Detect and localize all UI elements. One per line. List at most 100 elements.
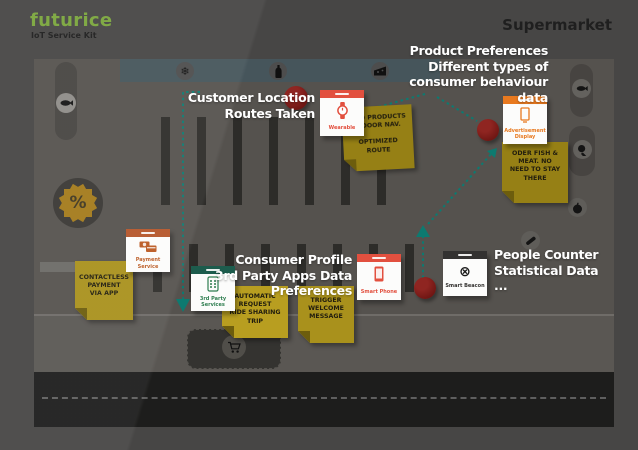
slide-title: Supermarket	[502, 16, 612, 34]
percent-icon: %	[69, 193, 87, 213]
sticky-line: CONTACTLESS	[79, 274, 129, 281]
sticky-line: MEAT. NO	[518, 158, 552, 166]
annotation-product-preferences: Product Preferences Different types of c…	[378, 43, 548, 105]
annotation-people-counter: People Counter Statistical Data ...	[494, 247, 624, 294]
annotation-line: Different types of	[428, 58, 548, 74]
fish-icon	[56, 93, 76, 113]
annotation-line: Customer Location	[187, 90, 315, 105]
cheese-icon	[371, 62, 389, 80]
card-header-text	[518, 99, 532, 101]
sticky-line: ODER FISH &	[511, 150, 559, 157]
card-label: Advertisement Display	[504, 128, 546, 141]
sticky-line: VIA APP	[89, 290, 119, 298]
shelf-bar	[269, 117, 278, 205]
watch-icon	[336, 101, 349, 123]
card-label: Payment Service	[135, 257, 161, 270]
card-header-text	[372, 257, 386, 259]
tablet-icon	[518, 106, 532, 127]
annotation-line: Product Preferences	[409, 43, 549, 58]
deli-icon	[521, 231, 540, 250]
bottle-icon	[269, 62, 287, 80]
sticky-note-contactless-payment: CONTACTLESS PAYMENT VIA APP	[75, 261, 133, 320]
kit-subtitle: IoT Service Kit	[31, 31, 97, 40]
road-centerline	[42, 397, 606, 399]
beacon-icon: ⊗	[459, 263, 471, 280]
annotation-customer-location: Customer Location Routes Taken	[150, 90, 315, 121]
card-body: Payment Service	[126, 237, 170, 272]
sticky-note-welcome-message: TRIGGER WELCOME MESSAGE	[298, 286, 354, 343]
sticky-line: WELCOME	[308, 305, 344, 313]
shelf-bar	[297, 244, 306, 292]
shelf-bar	[405, 244, 414, 292]
card-label: Smart Phone	[360, 288, 398, 295]
sticky-line: REQUEST	[238, 301, 272, 309]
shelf-bar	[261, 244, 270, 292]
card-header	[126, 229, 170, 237]
sticky-line: PAYMENT	[87, 282, 121, 290]
sticky-line: MESSAGE	[309, 313, 343, 321]
sticky-note-oder-fish: ODER FISH & MEAT. NO NEED TO STAY THERE	[502, 142, 568, 203]
sticky-line: THERE	[523, 174, 547, 182]
money-icon	[139, 238, 157, 257]
beacon-dot	[284, 86, 308, 110]
meat-icon	[573, 140, 592, 159]
annotation-consumer-profile: Consumer Profile 3rd Party Apps Data Pre…	[215, 252, 352, 299]
card-smart-beacon: ⊗ Smart Beacon	[443, 251, 487, 296]
card-header	[320, 90, 364, 98]
card-label: Smart Beacon	[445, 283, 485, 290]
annotation-line: Consumer Profile	[235, 252, 352, 267]
shelf-bar	[333, 244, 342, 292]
card-header-text	[458, 254, 472, 256]
apps-phone-icon	[207, 275, 219, 296]
card-header	[357, 254, 401, 262]
card-label: 3rd Party Services	[199, 296, 227, 309]
sticky-line: AUTOMATIC	[234, 293, 276, 300]
card-header	[191, 266, 235, 274]
snowflake-icon: ❄	[176, 62, 194, 80]
sticky-paper: ODER FISH & MEAT. NO NEED TO STAY THERE	[502, 142, 568, 203]
annotation-line: 3rd Party Apps Data	[215, 267, 352, 283]
card-body: 3rd Party Services	[191, 274, 235, 311]
road	[34, 372, 614, 427]
card-header-text	[206, 269, 220, 271]
sticky-line: RIDE SHARING	[229, 309, 281, 317]
shelf-bar	[197, 117, 206, 205]
card-smart-phone: Smart Phone	[357, 254, 401, 300]
shelf-bar	[233, 117, 242, 205]
card-payment-service: Payment Service	[126, 229, 170, 272]
fish-icon	[572, 79, 591, 98]
discount-badge: %	[53, 178, 103, 228]
card-header-text	[335, 93, 349, 95]
shelf-bar	[161, 117, 170, 205]
card-label: Wearable	[328, 125, 356, 132]
card-header	[443, 251, 487, 259]
card-body: Wearable	[320, 98, 364, 136]
annotation-line: Preferences	[270, 283, 353, 298]
shelf-bar	[305, 117, 314, 205]
smartphone-icon	[373, 266, 385, 286]
card-body: Smart Phone	[357, 262, 401, 300]
entrance-gate	[40, 262, 94, 272]
card-advertisement-display: Advertisement Display	[503, 96, 547, 144]
snowflake-glyph: ❄	[180, 64, 190, 78]
sticky-line: NEED TO STAY	[509, 166, 561, 174]
annotation-line: People Counter	[494, 247, 599, 262]
futurice-logo: futurice	[30, 10, 113, 31]
annotation-line: ...	[494, 278, 508, 293]
sticky-line: TRIGGER	[310, 297, 342, 304]
card-header	[503, 96, 547, 104]
beacon-dot	[414, 277, 436, 299]
apple-icon	[568, 198, 587, 217]
sticky-line: TRIP	[246, 317, 264, 325]
annotation-line: consumer behaviour data	[409, 74, 548, 105]
card-body: ⊗ Smart Beacon	[443, 259, 487, 296]
annotation-line: Statistical Data	[494, 262, 599, 278]
annotation-line: Routes Taken	[224, 105, 316, 121]
sticky-paper: TRIGGER WELCOME MESSAGE	[298, 286, 354, 343]
card-wearable: Wearable	[320, 90, 364, 136]
card-body: Advertisement Display	[503, 104, 547, 144]
sticky-paper: CONTACTLESS PAYMENT VIA APP	[75, 261, 133, 320]
cart-icon	[222, 335, 246, 359]
beacon-dot	[477, 119, 499, 141]
